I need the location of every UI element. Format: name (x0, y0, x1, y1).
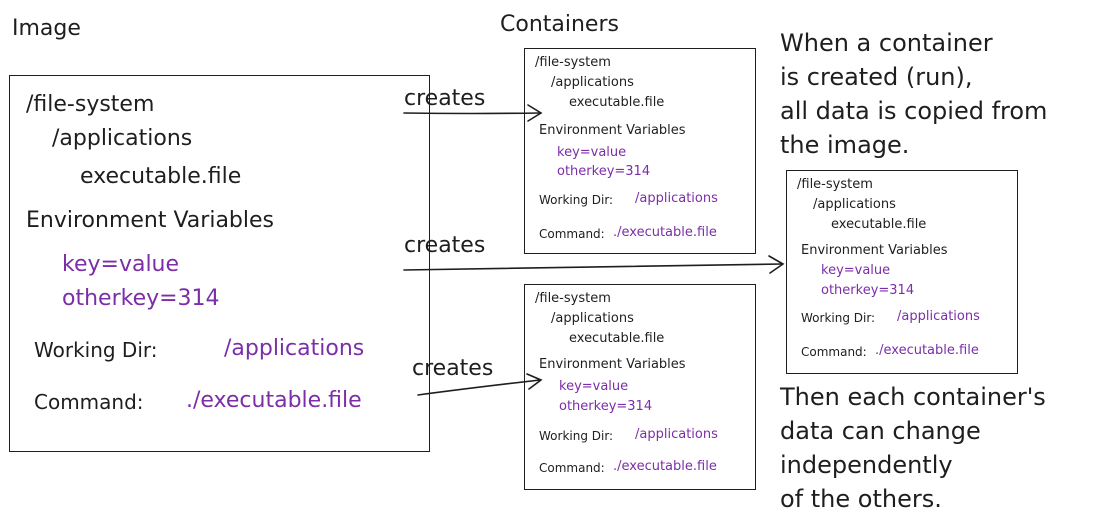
note-top-line-2: is created (run), (780, 63, 973, 91)
apps-path: /applications (52, 126, 193, 151)
creates-label-1: creates (404, 86, 486, 111)
env-key: key=value (821, 263, 891, 278)
arrowhead-3 (526, 373, 543, 390)
command-value: ./executable.file (613, 225, 717, 240)
workdir-label: Working Dir: (539, 193, 614, 207)
workdir-value: /applications (897, 309, 980, 324)
note-top-line-3: all data is copied from (780, 97, 1048, 125)
arrowhead-2 (768, 255, 785, 274)
exe-file: executable.file (80, 164, 242, 189)
env-otherkey: otherkey=314 (557, 164, 651, 179)
fs-path: /file-system (797, 177, 873, 192)
env-key: key=value (559, 379, 629, 394)
command-label: Command: (539, 227, 605, 241)
command-value: ./executable.file (613, 459, 717, 474)
env-title: Environment Variables (539, 123, 686, 138)
command-value: ./executable.file (186, 388, 362, 413)
arrow-to-container-3 (417, 379, 541, 396)
note-top-line-4: the image. (780, 131, 910, 159)
workdir-label: Working Dir: (801, 311, 876, 325)
workdir-label: Working Dir: (34, 338, 158, 362)
fs-path: /file-system (535, 291, 611, 306)
env-otherkey: otherkey=314 (821, 283, 915, 298)
fs-path: /file-system (535, 55, 611, 70)
apps-path: /applications (813, 197, 896, 212)
note-bottom-line-1: Then each container's (780, 383, 1046, 411)
note-bottom: Then each container's data can change in… (780, 380, 1046, 516)
note-bottom-line-2: data can change (780, 417, 981, 445)
containers-heading: Containers (500, 12, 619, 37)
env-otherkey: otherkey=314 (559, 399, 653, 414)
container-box-1: /file-system /applications executable.fi… (524, 48, 756, 254)
note-bottom-line-3: independently (780, 451, 953, 479)
exe-file: executable.file (569, 95, 665, 110)
exe-file: executable.file (831, 217, 927, 232)
env-title: Environment Variables (801, 243, 948, 258)
env-otherkey: otherkey=314 (62, 286, 220, 311)
arrow-to-container-1 (403, 112, 541, 115)
fs-path: /file-system (26, 92, 155, 117)
note-top: When a container is created (run), all d… (780, 26, 1047, 162)
container-box-2: /file-system /applications executable.fi… (786, 170, 1018, 374)
command-label: Command: (539, 461, 605, 475)
image-box: /file-system /applications executable.fi… (9, 75, 430, 452)
env-title: Environment Variables (539, 357, 686, 372)
image-heading: Image (12, 16, 81, 41)
workdir-value: /applications (635, 427, 718, 442)
creates-label-2: creates (404, 233, 486, 258)
command-label: Command: (801, 345, 867, 359)
command-value: ./executable.file (875, 343, 979, 358)
env-key: key=value (62, 252, 180, 277)
container-box-3: /file-system /applications executable.fi… (524, 284, 756, 490)
exe-file: executable.file (569, 331, 665, 346)
creates-label-3: creates (412, 356, 494, 381)
env-key: key=value (557, 145, 627, 160)
workdir-value: /applications (635, 191, 718, 206)
note-top-line-1: When a container (780, 29, 993, 57)
note-bottom-line-4: of the others. (780, 485, 942, 513)
apps-path: /applications (551, 311, 634, 326)
apps-path: /applications (551, 75, 634, 90)
arrow-to-container-2 (403, 263, 783, 271)
arrowhead-1 (527, 104, 543, 122)
workdir-label: Working Dir: (539, 429, 614, 443)
env-title: Environment Variables (26, 208, 275, 233)
command-label: Command: (34, 390, 144, 414)
workdir-value: /applications (224, 336, 365, 361)
